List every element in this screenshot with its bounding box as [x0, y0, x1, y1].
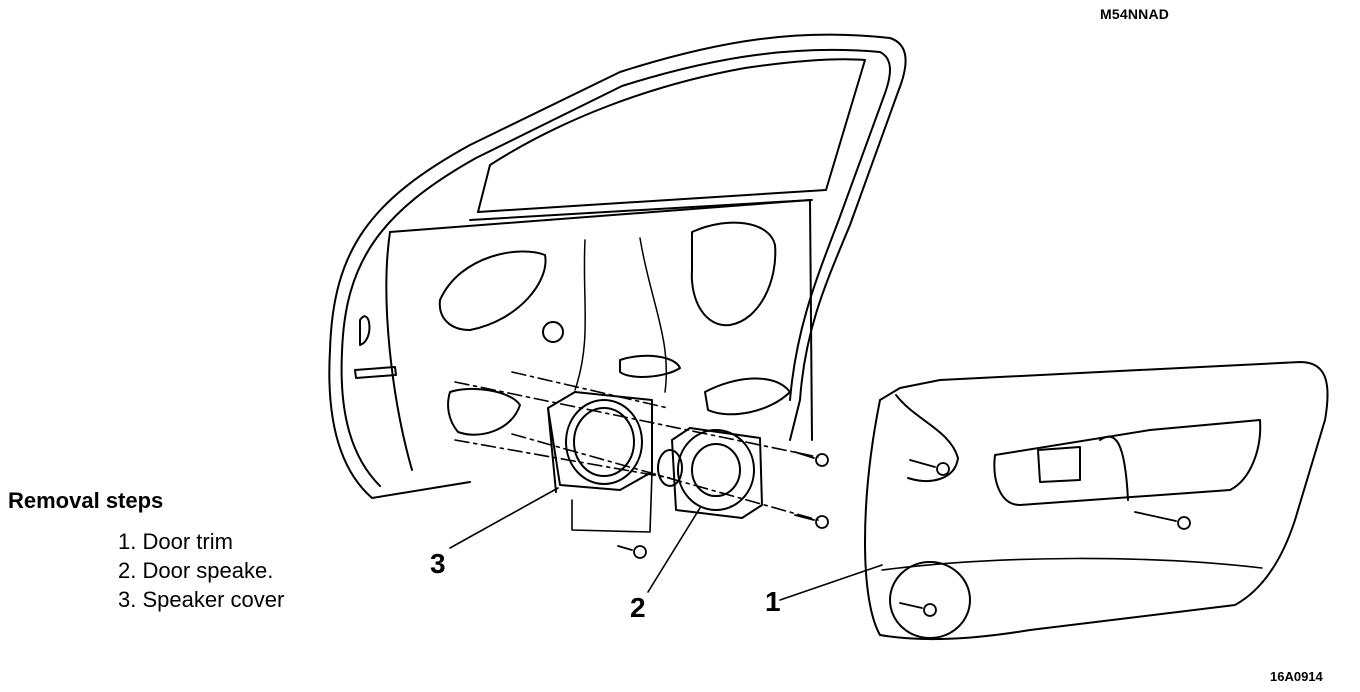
figure-code: M54NNAD [1100, 6, 1170, 22]
screw-6 [899, 602, 937, 617]
screw-4 [909, 459, 950, 476]
door-speaker [657, 427, 763, 519]
screw-2 [794, 514, 829, 529]
screw-3 [617, 545, 647, 559]
removal-steps-title: Removal steps [8, 488, 164, 513]
callout-3: 3 [430, 548, 446, 579]
alignment-lines [454, 371, 819, 521]
leader-lines [449, 487, 883, 601]
screw-1 [794, 451, 829, 467]
screws [617, 451, 1191, 617]
leader-line-3 [449, 487, 559, 549]
image-code: 16A0914 [1270, 669, 1323, 684]
speaker-cover [547, 391, 653, 533]
screw-5 [1134, 511, 1191, 530]
removal-step-1: 1. Door trim [118, 529, 233, 554]
removal-step-2: 2. Door speake. [118, 558, 274, 583]
leader-line-1 [779, 564, 883, 601]
door-trim [864, 361, 1329, 641]
callout-2: 2 [630, 592, 646, 623]
removal-steps-list: 1. Door trim 2. Door speake. 3. Speaker … [118, 527, 284, 614]
leader-line-2 [647, 507, 701, 593]
callout-1: 1 [765, 586, 781, 617]
door-shell [328, 33, 907, 499]
removal-step-3: 3. Speaker cover [118, 587, 285, 612]
